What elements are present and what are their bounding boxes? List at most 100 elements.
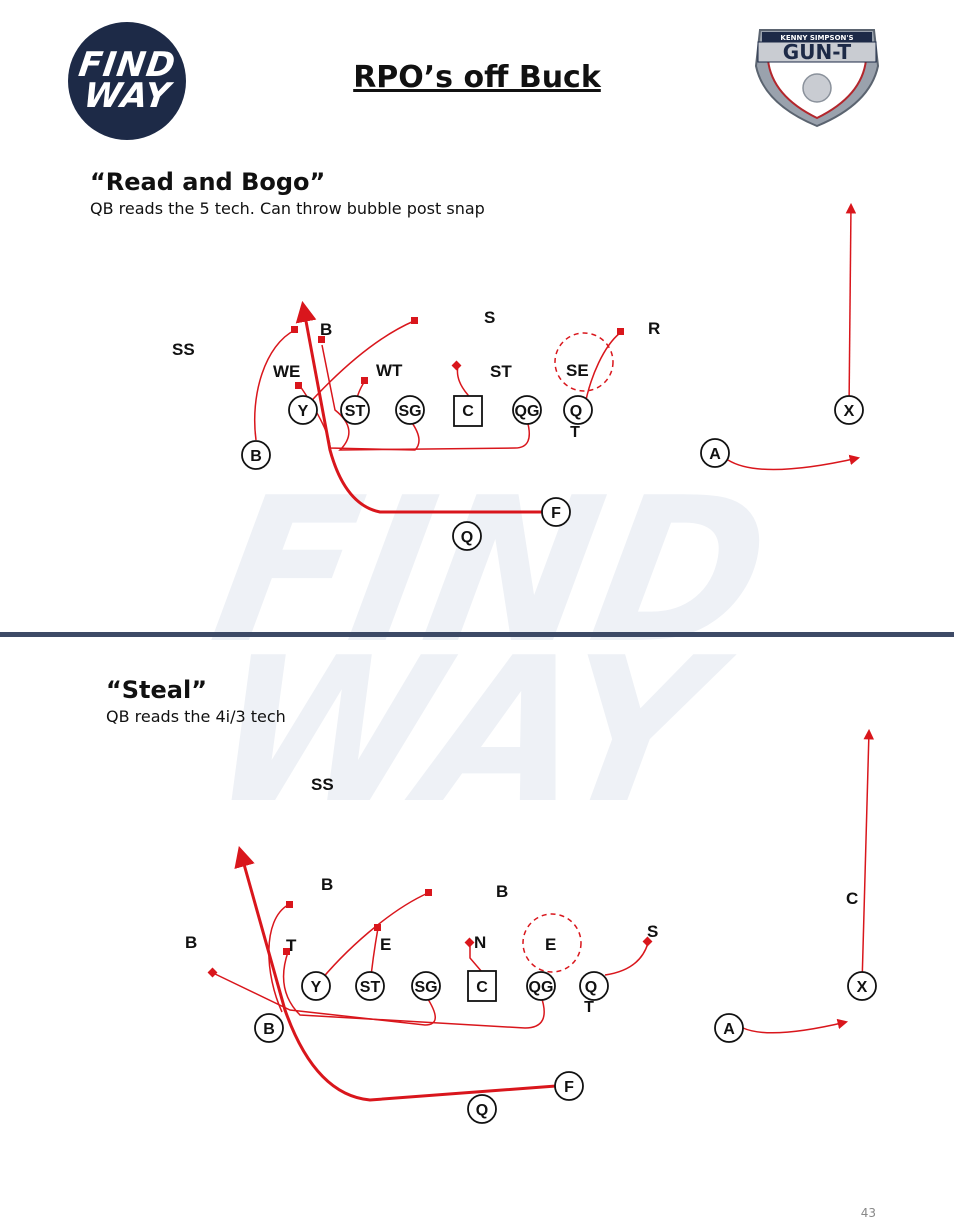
page-number: 43	[860, 1206, 876, 1220]
findway-logo: FIND WAY	[68, 22, 186, 140]
svg-text:QG: QG	[515, 403, 540, 420]
svg-text:T: T	[584, 999, 594, 1016]
svg-text:Q: Q	[570, 403, 582, 420]
page-title: RPO’s off Buck	[353, 60, 601, 95]
svg-text:ST: ST	[345, 403, 366, 420]
svg-text:ST: ST	[360, 979, 381, 996]
svg-text:F: F	[551, 505, 561, 522]
play-1-block-marker	[451, 360, 462, 371]
play-2-player-sg: SG	[411, 971, 441, 1001]
svg-text:Q: Q	[461, 529, 473, 546]
play-1-player-q: Q	[452, 521, 482, 551]
play-1-player-st: ST	[340, 395, 370, 425]
svg-text:QG: QG	[529, 979, 554, 996]
play-2-route-f-sweep	[234, 845, 557, 1102]
play-1-block-marker	[617, 328, 624, 335]
svg-text:X: X	[857, 979, 868, 996]
svg-text:C: C	[476, 979, 488, 996]
play-1-player-y: Y	[288, 395, 318, 425]
play-1-read-circle	[554, 332, 614, 392]
play-2-player-qg: QG	[526, 971, 556, 1001]
play-2-diagram: SS B B C B T E N E S Y ST SG C QG QT X B…	[185, 728, 877, 1124]
play-1-diagram: SS B S R WE WT ST SE Y ST SG C QG QT X B…	[172, 202, 864, 551]
play-1-block-marker	[318, 336, 325, 343]
svg-text:A: A	[709, 446, 721, 463]
play-2-title: “Steal”	[106, 676, 208, 704]
play-2-block-marker	[286, 901, 293, 908]
logo-right-main-text: GUN-T	[783, 40, 852, 64]
play-1-defender-s: S	[484, 308, 495, 327]
play-1-block-marker	[361, 377, 368, 384]
play-2-route-q-block	[604, 942, 649, 976]
play-1-title: “Read and Bogo”	[90, 168, 326, 196]
play-2-player-st: ST	[355, 971, 385, 1001]
svg-text:B: B	[263, 1021, 275, 1038]
play-1-route-b-block	[253, 329, 296, 441]
play-2-block-marker	[464, 937, 475, 948]
play-1-route-a-bubble	[727, 454, 861, 471]
play-1-block-marker	[291, 326, 298, 333]
play-1-defender-b: B	[320, 320, 332, 339]
play-1-defender-se: SE	[566, 361, 589, 380]
play-1-route-x-post	[845, 202, 857, 411]
play-2-read-circle	[522, 913, 582, 973]
play-1-player-x: X	[834, 395, 864, 425]
play-2-route-qg-pull	[282, 951, 545, 1029]
svg-text:Y: Y	[298, 403, 309, 420]
play-2-player-y: Y	[301, 971, 331, 1001]
play-2-player-a: A	[714, 1013, 744, 1043]
play-2-route-a-bubble	[742, 1018, 849, 1034]
play-2-block-marker	[642, 936, 653, 947]
play-1-defender-wt: WT	[376, 361, 403, 380]
play-1-route-q-block	[583, 332, 621, 411]
watermark-line-2: WAY	[196, 614, 745, 847]
play-2-player-x: X	[847, 971, 877, 1001]
play-2-defender-b3: B	[185, 933, 197, 952]
play-2-defender-b: B	[321, 875, 333, 894]
svg-text:B: B	[250, 448, 262, 465]
svg-text:A: A	[723, 1021, 735, 1038]
play-2-block-marker	[425, 889, 432, 896]
play-2-player-qt: QT	[579, 971, 609, 1016]
play-2-block-marker	[283, 948, 290, 955]
play-1-defender-ss: SS	[172, 340, 195, 359]
play-2-defender-e: E	[380, 935, 391, 954]
svg-text:C: C	[462, 403, 474, 420]
play-2-block-marker	[207, 967, 218, 978]
play-2-player-f: F	[554, 1071, 584, 1101]
play-2-defender-e2: E	[545, 935, 556, 954]
gun-t-logo: KENNY SIMPSON'S GUN-T	[754, 29, 880, 128]
play-1-defender-we: WE	[273, 362, 300, 381]
play-2-route-c-block	[469, 944, 483, 973]
svg-text:Q: Q	[585, 979, 597, 996]
play-2-defender-ss: SS	[311, 775, 334, 794]
play-2-player-q: Q	[467, 1094, 497, 1124]
svg-text:T: T	[570, 424, 580, 441]
play-2-defender-b2: B	[496, 882, 508, 901]
play-2-defender-s: S	[647, 922, 658, 941]
play-2-player-c: C	[467, 970, 497, 1002]
play-2-block-marker	[374, 924, 381, 931]
play-2-route-sg-pull	[212, 972, 436, 1026]
play-1-player-qt: QT	[563, 395, 593, 441]
svg-text:SG: SG	[398, 403, 421, 420]
logo-right-top-text: KENNY SIMPSON'S	[780, 34, 853, 42]
play-1-player-b: B	[241, 440, 271, 470]
svg-text:Y: Y	[311, 979, 322, 996]
section-divider	[0, 632, 954, 637]
play-2-defender-t: T	[286, 936, 297, 955]
play-2-route-x-post	[861, 728, 875, 986]
play-2-route-y-block	[315, 892, 429, 987]
svg-text:F: F	[564, 1079, 574, 1096]
play-1-block-marker	[411, 317, 418, 324]
play-2-description: QB reads the 4i/3 tech	[106, 707, 286, 726]
play-1-player-a: A	[700, 438, 730, 468]
play-1-block-marker	[295, 382, 302, 389]
svg-text:X: X	[844, 403, 855, 420]
play-1-defender-st: ST	[490, 362, 512, 381]
play-1-player-qg: QG	[512, 395, 542, 425]
watermark-line-1: FIND	[199, 454, 785, 687]
play-1-player-sg: SG	[395, 395, 425, 425]
svg-text:Q: Q	[476, 1102, 488, 1119]
